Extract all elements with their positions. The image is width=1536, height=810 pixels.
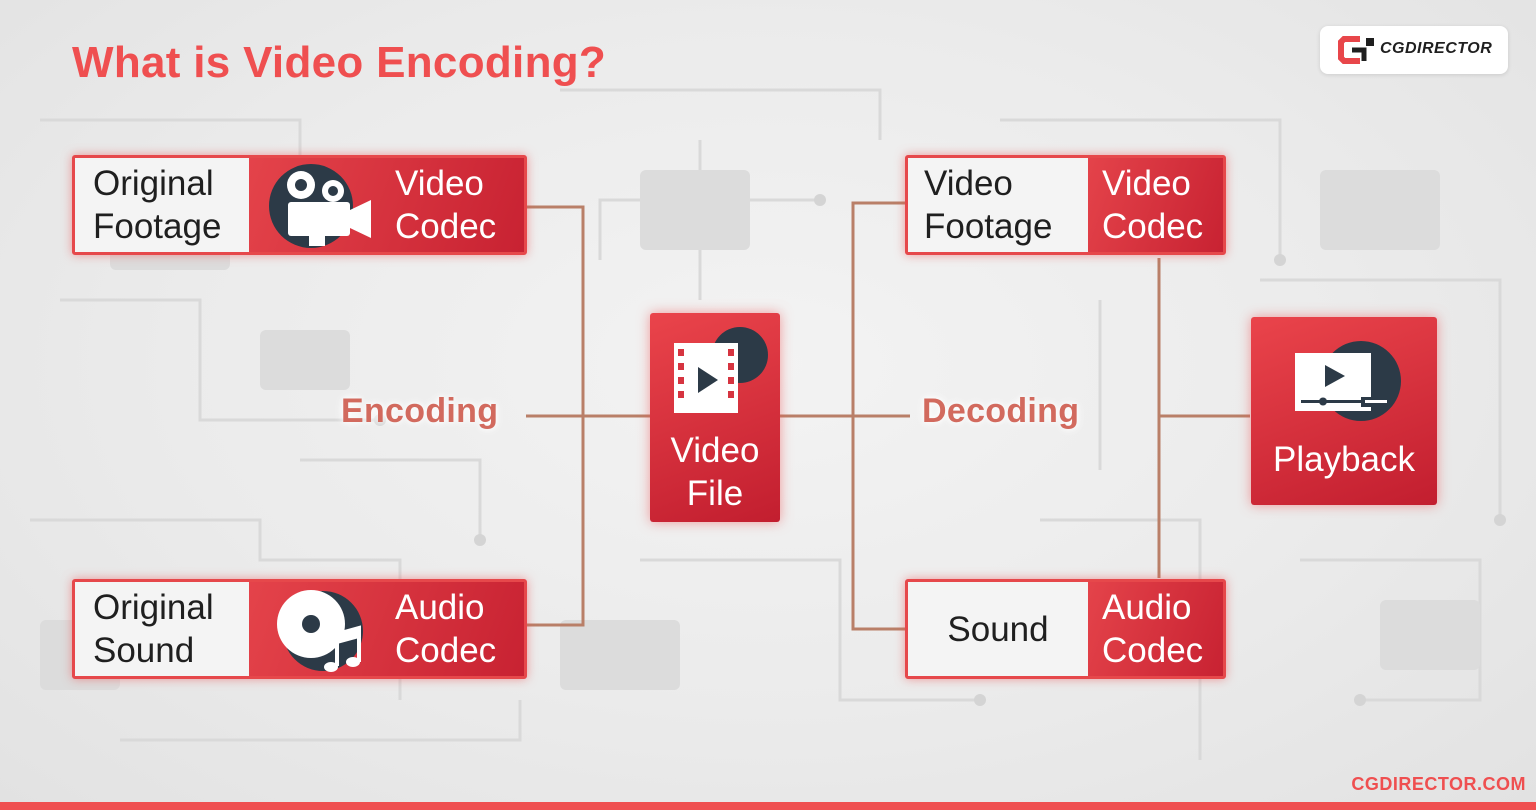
sound-line-1: Sound (947, 609, 1049, 649)
decoding-label: Decoding (922, 392, 1080, 430)
logo-text: CGDIRECTOR (1380, 40, 1493, 57)
page-title: What is Video Encoding? (72, 38, 607, 87)
video-footage-video-codec-box: Video Footage Video Codec (905, 155, 1226, 255)
original-footage-line-1: Original (93, 164, 214, 203)
video-codec-line-1: Video (395, 164, 484, 203)
video-file-block: Video File (650, 313, 780, 522)
video-codec-line-2: Codec (395, 207, 497, 246)
connector-encode-video (527, 205, 585, 416)
decode-video-codec-line-2: Codec (1102, 207, 1204, 246)
video-player-icon (1295, 341, 1401, 421)
footer-url: CGDIRECTOR.COM (1351, 774, 1526, 794)
original-sound-line-1: Original (93, 588, 214, 627)
audio-codec-line-1: Audio (395, 588, 485, 627)
video-footage-line-2: Footage (924, 207, 1053, 246)
cgdirector-logo: CGDIRECTOR (1320, 26, 1508, 74)
original-sound-audio-codec-box: Original Sound Audio Codec (72, 579, 527, 679)
original-sound-line-2: Sound (93, 631, 195, 670)
playback-block: Playback (1251, 317, 1437, 505)
audio-codec-line-2: Codec (395, 631, 497, 670)
audio-codec-panel: Audio Codec (249, 582, 524, 676)
decode-video-codec-line-1: Video (1102, 164, 1191, 203)
decode-video-codec-panel: Video Codec (1088, 158, 1223, 252)
sound-label: Sound (908, 582, 1088, 676)
original-footage-line-2: Footage (93, 207, 222, 246)
playback-label: Playback (1272, 440, 1416, 479)
video-file-line-1: Video (670, 431, 760, 470)
video-footage-line-1: Video (924, 164, 1013, 203)
video-file-line-2: File (686, 474, 744, 513)
decode-audio-codec-line-1: Audio (1102, 588, 1192, 627)
connector-decode-video (851, 201, 905, 416)
decode-audio-codec-line-2: Codec (1102, 631, 1204, 670)
sound-audio-codec-box: Sound Audio Codec (905, 579, 1226, 679)
connector-decode-audio (851, 416, 905, 631)
original-footage-label: Original Footage (75, 158, 249, 252)
bottom-accent-bar (0, 802, 1536, 810)
connector-encode-audio (527, 416, 585, 627)
film-play-icon (674, 327, 768, 413)
decode-audio-codec-panel: Audio Codec (1088, 582, 1223, 676)
encoding-label: Encoding (341, 392, 499, 430)
video-camera-icon (269, 164, 371, 248)
cgdirector-logo-icon (1338, 36, 1374, 64)
original-sound-label: Original Sound (75, 582, 249, 676)
video-footage-label: Video Footage (908, 158, 1088, 252)
original-footage-video-codec-box: Original Footage Video Codec (72, 155, 527, 255)
video-codec-panel: Video Codec (249, 158, 524, 252)
disc-music-note-icon (277, 590, 363, 672)
